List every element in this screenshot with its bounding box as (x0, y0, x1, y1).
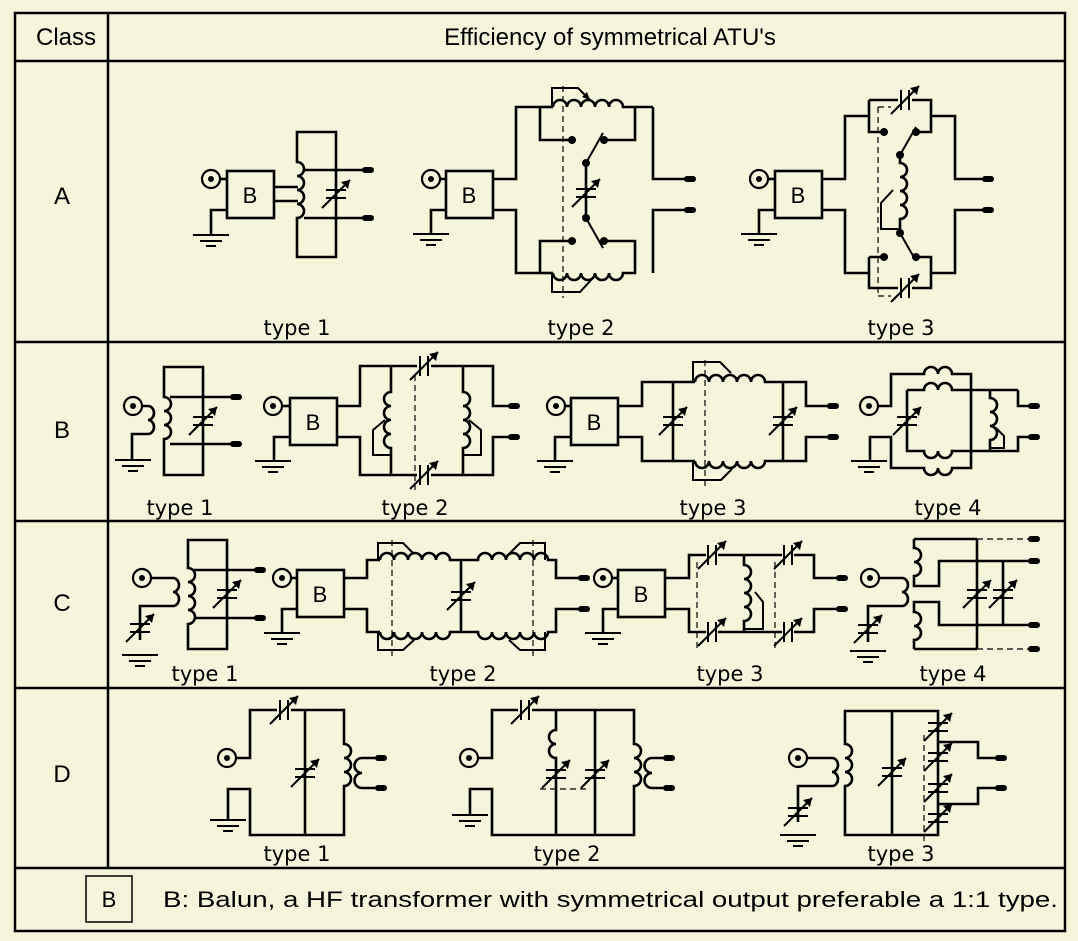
type-label: type 1 (264, 842, 331, 866)
circuit-b-type2: B type 2 (254, 351, 520, 520)
balun-legend-box (85, 875, 133, 923)
type-label: type 2 (548, 316, 615, 340)
ground-icon (192, 234, 230, 247)
balun-label: B (306, 410, 321, 435)
circuit-a-type2: B type 2 (412, 86, 696, 340)
circuit-a-type3: B type 3 (740, 85, 994, 340)
circuit-c-type3: B type 3 (584, 540, 848, 686)
class-label-a: A (54, 183, 70, 210)
class-label-c: C (53, 590, 70, 617)
circuit-c-type4: type 4 (849, 536, 1040, 686)
class-label-b: B (54, 417, 70, 444)
type-label: type 3 (868, 842, 935, 866)
footer-legend: B B: Balun, a HF transformer with symmet… (85, 875, 1058, 923)
balun-note: B: Balun, a HF transformer with symmetri… (163, 887, 1058, 912)
type-label: type 3 (868, 316, 935, 340)
type-label: type 4 (915, 496, 982, 520)
balun-box (225, 169, 276, 220)
balun-label: B (634, 582, 649, 607)
type-label: type 2 (382, 496, 449, 520)
circuit-b-type1: type 1 (114, 365, 242, 520)
circuit-d-type2: type 2 (451, 695, 675, 866)
table-title: Efficiency of symmetrical ATU's (444, 24, 776, 51)
class-column-header: Class (36, 24, 96, 51)
coax-connector-icon (200, 168, 222, 190)
circuit-b-type3: B type 3 (536, 360, 839, 520)
type-label: type 3 (697, 662, 764, 686)
balun-label: B (462, 183, 477, 208)
type-label: type 1 (264, 316, 331, 340)
type-label: type 4 (920, 662, 987, 686)
circuit-a-type1: B type 1 (192, 130, 374, 340)
circuit-d-type3: type 3 (779, 709, 1007, 866)
class-label-d: D (53, 761, 70, 788)
circuit-c-type1: type 1 (121, 538, 266, 686)
balun-label: B (791, 183, 806, 208)
type-label: type 1 (147, 496, 214, 520)
type-label: type 2 (534, 842, 601, 866)
balun-label: B (243, 183, 258, 208)
type-label: type 2 (430, 662, 497, 686)
circuit-d-type1: type 1 (209, 695, 387, 866)
table-grid (13, 11, 1067, 933)
balun-legend-symbol: B (102, 887, 117, 912)
type-label: type 3 (680, 496, 747, 520)
circuit-b-type4: type 4 (850, 365, 1040, 520)
balun-label: B (313, 582, 328, 607)
circuit-c-type2: B type 2 (263, 540, 590, 686)
balun-label: B (587, 410, 602, 435)
type-label: type 1 (172, 662, 239, 686)
